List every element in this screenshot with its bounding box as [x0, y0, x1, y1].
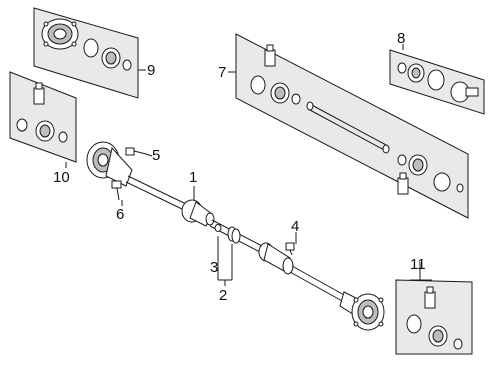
panel-11-bearing: [428, 325, 448, 347]
callout-6: 6: [116, 206, 125, 223]
outer-cv-joint: [86, 141, 133, 187]
bolt-4: [285, 232, 297, 256]
panel-7-small-ring: [456, 183, 464, 193]
panel-7-grease-tube-bottom: [397, 172, 409, 195]
panel-10-bearing: [35, 120, 55, 142]
panel-7-bearing-left: [270, 82, 290, 104]
panel-7-washer-left: [291, 93, 301, 105]
boot-section-2: [258, 242, 294, 275]
panel-9-kit: [33, 7, 146, 99]
inner-cv-joint: [339, 291, 385, 331]
leader-lines: [121, 186, 233, 286]
panel-8-large-ring: [427, 69, 445, 91]
panel-10-grease-tube: [33, 82, 45, 105]
callout-7: 7: [218, 64, 227, 81]
panel-9-hub-housing: [41, 18, 79, 50]
panel-11-washer: [453, 338, 463, 350]
panel-7-kit: [228, 33, 469, 219]
panel-11-ring: [406, 314, 422, 334]
panel-7-ring-left: [250, 75, 266, 95]
callout-2: 2: [219, 287, 228, 304]
panel-10-kit: [9, 71, 77, 168]
callout-8: 8: [397, 30, 406, 47]
panel-10-washer: [58, 131, 68, 143]
panel-7-ring-right: [433, 172, 451, 192]
callout-5: 5: [152, 147, 161, 164]
bolt-6: [111, 180, 122, 201]
panel-8-bearing: [407, 63, 425, 83]
drive-shaft-assembly: [86, 141, 385, 331]
panel-8-kit: [389, 44, 485, 115]
panel-7-bearing-right: [408, 154, 428, 176]
callout-3: 3: [210, 259, 219, 276]
panel-7-inner-shaft: [306, 101, 390, 154]
callout-11: 11: [410, 256, 426, 273]
panel-7-washer-right: [397, 154, 407, 166]
panel-9-bearing: [101, 47, 121, 69]
boot-section-1: [181, 199, 215, 227]
callout-9: 9: [147, 62, 156, 79]
panel-11-kit: [395, 262, 473, 355]
panel-8-ring: [397, 62, 407, 74]
callout-1: 1: [189, 169, 198, 186]
panel-9-washer: [122, 59, 132, 71]
panel-11-grease-tube: [424, 286, 436, 309]
circlip: [214, 224, 222, 232]
panel-9-snap-ring: [83, 38, 99, 58]
panel-7-grease-tube-top: [264, 44, 276, 67]
panel-8-cv-joint: [450, 81, 479, 103]
bolt-5: [125, 147, 153, 157]
callout-4: 4: [291, 218, 300, 235]
clamp-ring: [227, 226, 241, 244]
panel-10-ring: [16, 118, 28, 132]
callout-10: 10: [53, 169, 70, 186]
